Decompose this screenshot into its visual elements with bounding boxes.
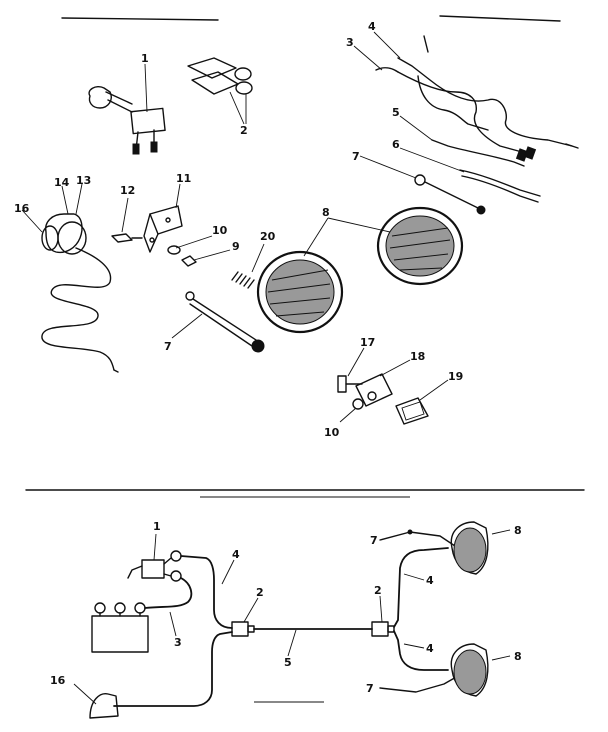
label-top-3: 3 — [346, 36, 354, 49]
label-top-7b: 7 — [164, 340, 172, 353]
label-top-10b: 10 — [324, 426, 340, 439]
label-top-17: 17 — [360, 336, 375, 349]
section-divider — [25, 489, 585, 498]
label-top-1: 1 — [141, 52, 149, 65]
label-top-6: 6 — [392, 138, 400, 151]
label-top-20: 20 — [260, 230, 276, 243]
label-bottom-4a: 4 — [232, 548, 240, 561]
wiring-schematic — [73, 521, 511, 719]
label-bottom-2b: 2 — [374, 584, 382, 597]
label-top-19: 19 — [448, 370, 463, 383]
label-bottom-5: 5 — [284, 656, 292, 669]
label-top-10a: 10 — [212, 224, 228, 237]
connector-part — [187, 57, 253, 125]
bottom-labels: 1 4 2 3 5 16 2 4 4 7 7 8 8 — [50, 520, 522, 695]
label-bottom-4b: 4 — [426, 574, 434, 587]
label-bottom-8a: 8 — [514, 524, 522, 537]
top-labels: 1 2 3 4 5 6 7 8 11 12 13 14 16 10 9 20 7… — [14, 20, 463, 439]
label-top-9: 9 — [232, 240, 240, 253]
label-bottom-4c: 4 — [426, 642, 434, 655]
wires-5-6-7 — [359, 115, 541, 215]
label-top-8: 8 — [322, 206, 330, 219]
label-bottom-16: 16 — [50, 674, 66, 687]
label-bottom-2a: 2 — [256, 586, 264, 599]
bracket-hardware — [111, 183, 231, 267]
label-top-14: 14 — [54, 176, 70, 189]
label-top-5: 5 — [392, 106, 400, 119]
label-top-2: 2 — [240, 124, 248, 137]
mounting-hardware — [337, 347, 449, 425]
pilot-lamp-part — [21, 183, 119, 373]
header-rules — [61, 15, 561, 53]
label-top-7a: 7 — [352, 150, 360, 163]
ground-strap-left — [171, 291, 265, 353]
switch-part — [88, 63, 166, 155]
harness-3-4 — [353, 31, 579, 162]
label-top-4: 4 — [368, 20, 376, 33]
label-bottom-3: 3 — [174, 636, 182, 649]
label-top-13: 13 — [76, 174, 91, 187]
label-top-18: 18 — [410, 350, 425, 363]
lamp-assembly — [256, 206, 464, 334]
label-top-12: 12 — [120, 184, 135, 197]
label-top-16: 16 — [14, 202, 30, 215]
label-bottom-7b: 7 — [366, 682, 374, 695]
label-top-11: 11 — [176, 172, 191, 185]
spring-part — [231, 243, 265, 289]
label-bottom-8b: 8 — [514, 650, 522, 663]
label-bottom-1: 1 — [153, 520, 161, 533]
label-bottom-7a: 7 — [370, 534, 378, 547]
